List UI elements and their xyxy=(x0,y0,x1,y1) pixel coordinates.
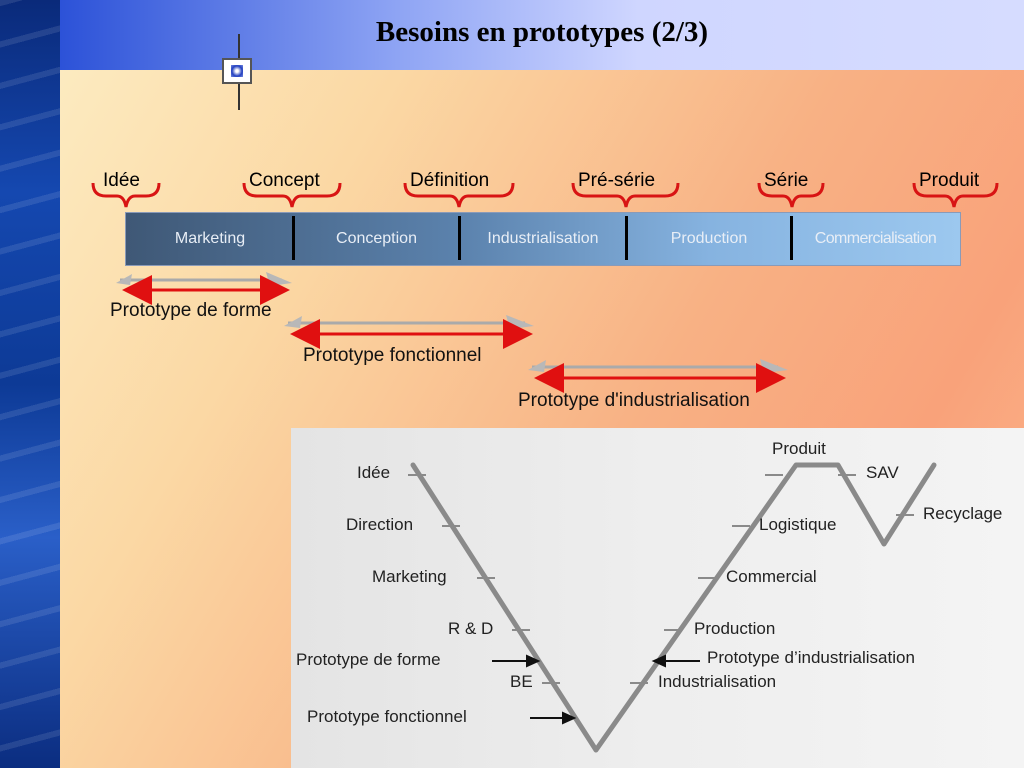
segment-conception: Conception xyxy=(336,230,417,247)
arrow-prototype-fonctionnel xyxy=(284,315,534,349)
v-label-proto-fonctionnel: Prototype fonctionnel xyxy=(307,707,467,726)
arrow-prototype-forme xyxy=(116,272,292,305)
v-label-marketing: Marketing xyxy=(372,567,447,586)
label-prototype-forme: Prototype de forme xyxy=(110,300,272,321)
phase-produit: Produit xyxy=(919,170,980,191)
slide-title: Besoins en prototypes (2/3) xyxy=(375,16,709,48)
phase-definition: Définition xyxy=(410,170,490,191)
phase-concept: Concept xyxy=(249,170,320,191)
label-prototype-industrialisation: Prototype d'industrialisation xyxy=(518,390,750,411)
arrow-prototype-industrialisation xyxy=(528,359,788,393)
deco-square-icon xyxy=(222,58,252,84)
segment-divider xyxy=(292,216,295,260)
v-label-recyclage: Recyclage xyxy=(923,504,1003,523)
phase-idee: Idée xyxy=(103,170,140,191)
v-label-idee: Idée xyxy=(357,463,391,482)
v-label-logistique: Logistique xyxy=(759,515,837,534)
v-label-rd: R & D xyxy=(448,619,494,638)
segment-divider xyxy=(458,216,461,260)
process-bar xyxy=(125,212,961,266)
segment-marketing: Marketing xyxy=(174,230,246,247)
v-label-production: Production xyxy=(694,619,776,638)
v-label-industrialisation: Industrialisation xyxy=(658,672,777,691)
v-label-direction: Direction xyxy=(346,515,414,534)
bracket-definition xyxy=(403,182,515,208)
phase-serie: Série xyxy=(764,170,809,191)
phase-brackets xyxy=(91,182,999,208)
v-label-sav: SAV xyxy=(866,463,899,482)
segment-divider xyxy=(625,216,628,260)
deco-line-top xyxy=(238,34,240,58)
v-label-produit: Produit xyxy=(772,439,826,458)
deco-line-bottom xyxy=(238,84,240,110)
segment-divider xyxy=(790,216,793,260)
title-bar xyxy=(60,0,1024,70)
segment-production: Production xyxy=(670,230,748,247)
label-prototype-fonctionnel: Prototype fonctionnel xyxy=(303,345,482,366)
timeline-graphics xyxy=(91,182,999,393)
bracket-produit xyxy=(912,182,999,208)
segment-industrialisation: Industrialisation xyxy=(487,230,599,247)
v-label-proto-forme: Prototype de forme xyxy=(296,650,441,669)
v-label-commercial: Commercial xyxy=(726,567,817,586)
bracket-concept xyxy=(242,182,342,208)
bracket-serie xyxy=(757,182,825,208)
bracket-idee xyxy=(91,182,161,208)
v-label-proto-industrialisation: Prototype d’industrialisation xyxy=(707,648,915,667)
left-decorative-band xyxy=(0,0,60,768)
v-label-be: BE xyxy=(510,672,533,691)
phase-preserie: Pré-série xyxy=(578,170,656,191)
bracket-preserie xyxy=(571,182,680,208)
segment-commercialisation: Commercialisation xyxy=(814,230,937,247)
